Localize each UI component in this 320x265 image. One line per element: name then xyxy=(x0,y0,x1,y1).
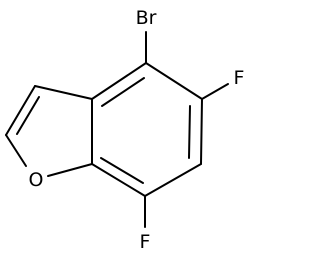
bond-c7-c7a xyxy=(91,163,146,197)
bond-c3-c2-double-inner xyxy=(16,96,40,135)
atom-label-br: Br xyxy=(136,7,157,29)
atom-label-f5: F xyxy=(234,67,245,89)
bond-o1-c7a xyxy=(47,163,93,177)
bond-c4-c5 xyxy=(145,62,203,100)
bond-c2-o1 xyxy=(5,134,27,167)
bond-c3-c2 xyxy=(5,85,36,136)
bond-c7-c7a-double-inner xyxy=(100,157,144,184)
bond-c3a-c4 xyxy=(91,62,147,100)
bond-c5-c6 xyxy=(200,98,203,165)
atom-label-f7: F xyxy=(140,231,151,253)
bond-c5-f xyxy=(201,83,229,100)
bond-c6-c5-double-inner xyxy=(188,105,191,159)
bond-c6-c7 xyxy=(144,163,202,197)
atom-label-o1: O xyxy=(29,169,44,191)
bond-c3a-c4-double-inner xyxy=(101,77,145,107)
molecule-structure-diagram: Br F O F xyxy=(5,7,245,253)
bond-c3a-c3 xyxy=(34,85,93,100)
